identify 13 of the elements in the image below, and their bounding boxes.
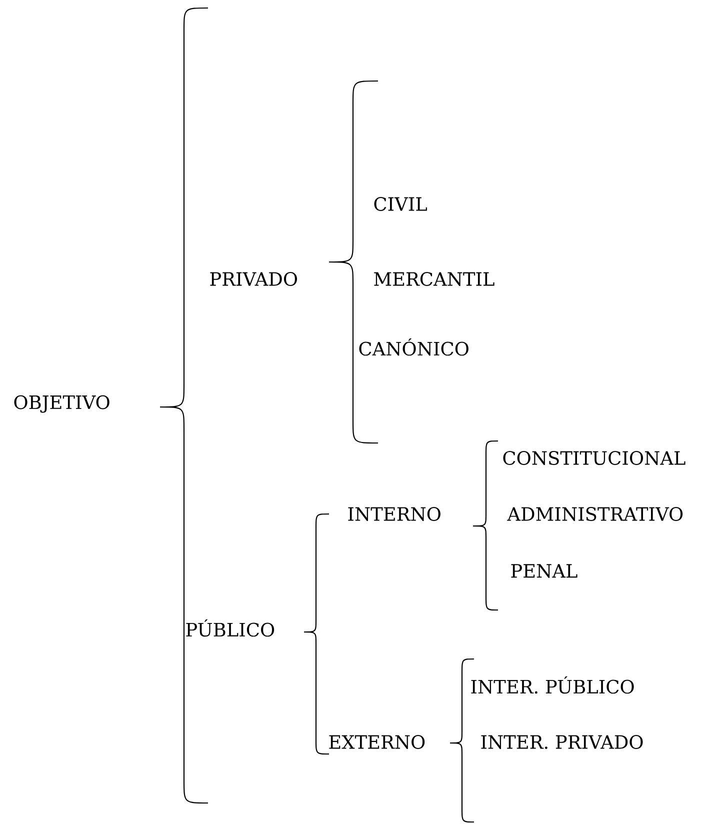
category-label: PRIVADO bbox=[210, 272, 298, 286]
category-label: ADMINISTRATIVO bbox=[507, 507, 683, 521]
category-label: CONSTITUCIONAL bbox=[503, 451, 686, 465]
category-label: INTERNO bbox=[348, 507, 440, 521]
category-label: INTER. PRIVADO bbox=[481, 735, 643, 749]
category-label: INTER. PÚBLICO bbox=[471, 676, 634, 694]
category-label: CIVIL bbox=[374, 197, 427, 211]
category-label: PENAL bbox=[511, 564, 578, 578]
category-label: PÚBLICO bbox=[186, 619, 274, 637]
category-label: EXTERNO bbox=[329, 735, 425, 749]
category-label: MERCANTIL bbox=[374, 272, 494, 286]
category-label: CANÓNICO bbox=[359, 338, 468, 356]
category-label: OBJETIVO bbox=[14, 395, 110, 413]
